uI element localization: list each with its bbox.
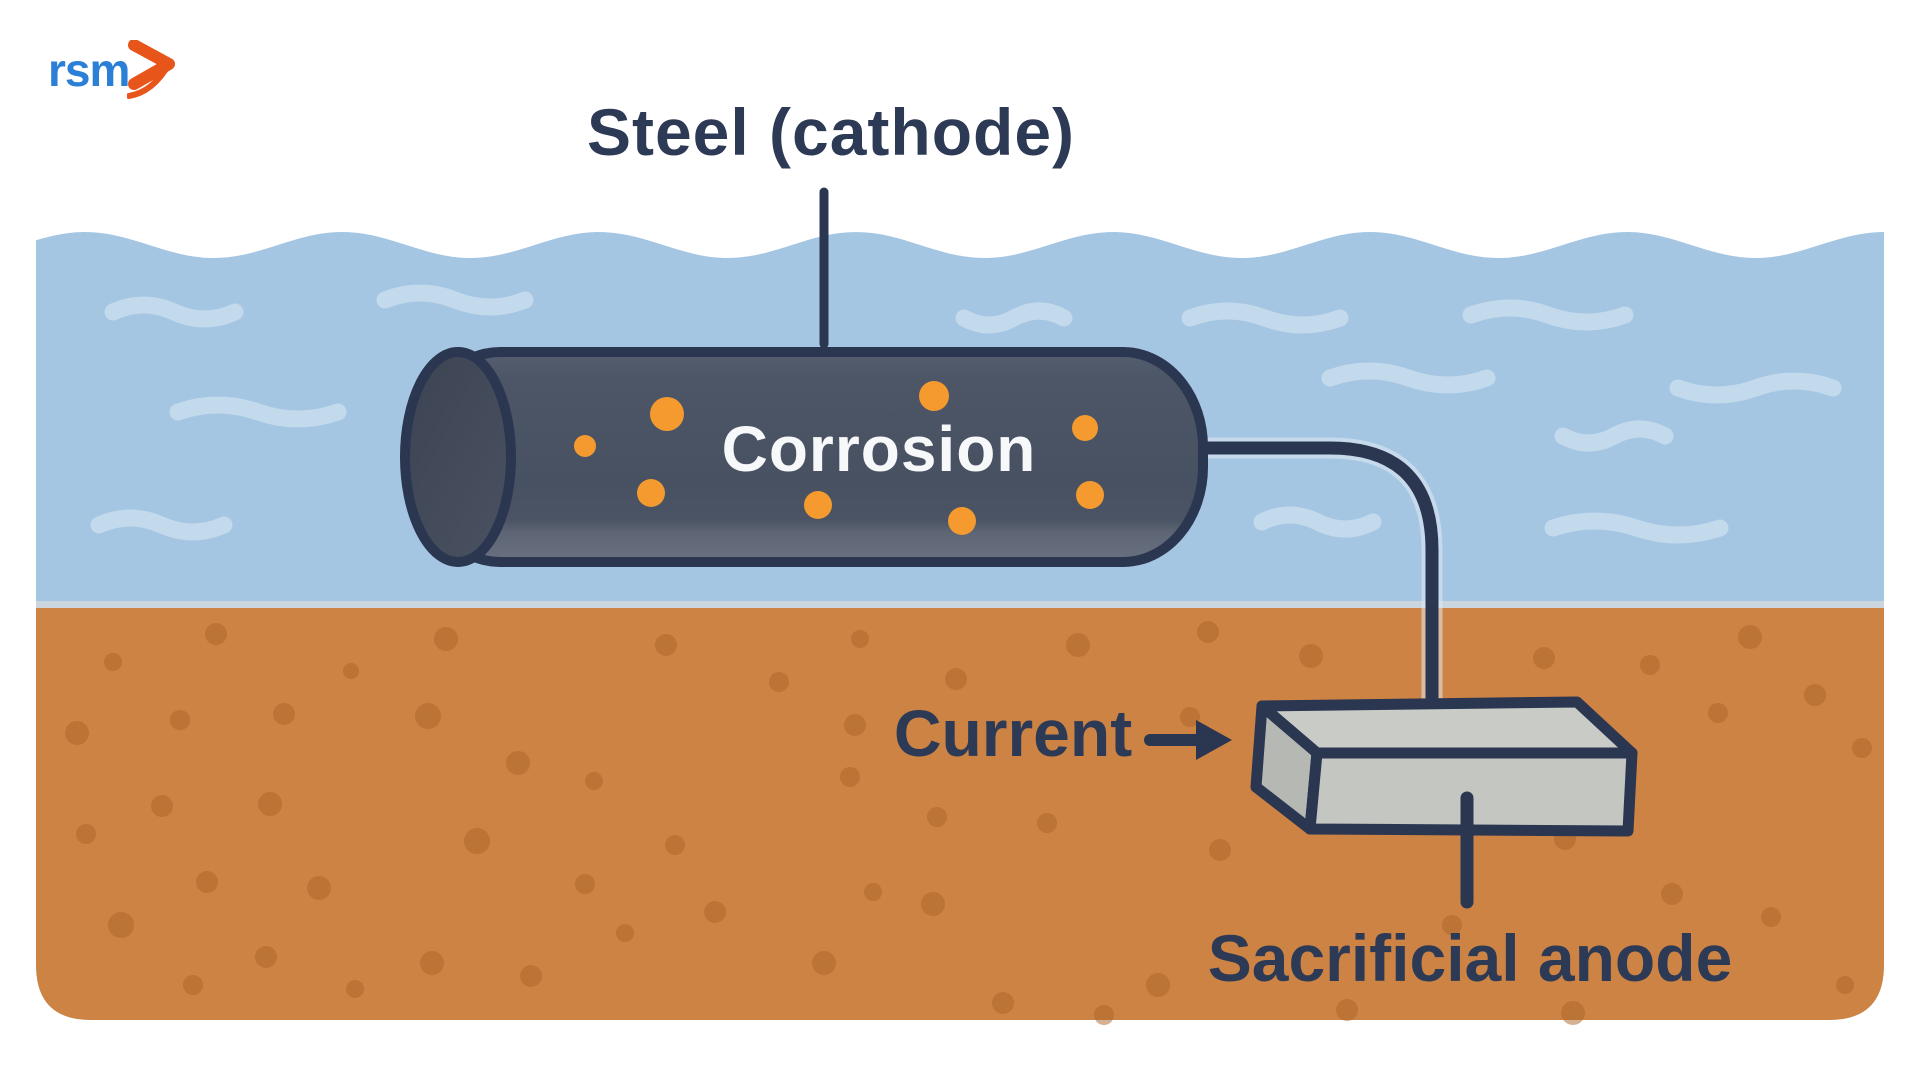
soil-dot [921,892,945,916]
soil-dot [307,876,331,900]
seabed-seam-line [36,601,1884,611]
soil-dot [1066,633,1090,657]
corrosion-dot [804,491,832,519]
soil-dot [851,630,869,648]
soil-dot [151,795,173,817]
soil-dot [1852,738,1872,758]
soil-dot [1209,839,1231,861]
water-ripple [104,296,244,328]
water-ripple [90,509,233,541]
soil-dot [1738,625,1762,649]
soil-dot [616,924,634,942]
water-ripple [955,302,1073,334]
soil-dot [585,772,603,790]
soil-dot [108,912,134,938]
soil-dot [844,714,866,736]
current-arrow-head [1196,720,1232,760]
corrosion-label: Corrosion [721,413,1037,485]
soil-dot [812,951,836,975]
corrosion-dot [1072,415,1098,441]
soil-dot [1761,907,1781,927]
soil-dot [1804,684,1826,706]
soil-dot [1561,1001,1585,1025]
soil-dot [1661,883,1683,905]
soil-dot [575,874,595,894]
soil-dot [255,946,277,968]
soil-dot [1299,644,1323,668]
soil-dot [343,663,359,679]
soil-dot [273,703,295,725]
steel-pipe [400,347,1208,567]
water-ripple [1181,302,1349,334]
soil-dot [665,835,685,855]
soil-dot [1836,976,1854,994]
soil-dot [65,721,89,745]
soil-dot [1640,655,1660,675]
soil-dot [1336,999,1358,1021]
corrosion-dot [948,507,976,535]
corrosion-dot [919,381,949,411]
water-ripples [90,284,1842,544]
steel-cathode-label: Steel (cathode) [586,95,1076,169]
soil-dot [992,992,1014,1014]
soil-dot [704,901,726,923]
water-ripple [169,396,347,428]
soil-dot [1533,647,1555,669]
soil-dot [183,975,203,995]
anode-front-face [1304,747,1638,837]
soil-dot [769,672,789,692]
water-ripple [1544,512,1729,544]
soil-dot [205,623,227,645]
corrosion-dot [1076,481,1104,509]
soil-dot [346,980,364,998]
sacrificial-anode-block [1250,696,1638,837]
soil-dot [1180,707,1200,727]
soil-dot [1146,973,1170,997]
soil-dot [415,703,441,729]
soil-dot [520,965,542,987]
water-ripple [1669,372,1842,404]
soil-dot [196,871,218,893]
sacrificial-anode-label: Sacrificial anode [1207,921,1733,995]
soil-dot [864,883,882,901]
corrosion-spots [574,381,1104,535]
water-ripple [1321,362,1496,394]
soil-dot [840,767,860,787]
soil-dot [464,828,490,854]
corrosion-dot [637,479,665,507]
soil-dot [104,653,122,671]
soil-dot [76,824,96,844]
soil-dot [1708,703,1728,723]
soil-dot [1442,915,1462,935]
soil-dot [434,627,458,651]
soil-dot [927,807,947,827]
soil-dot [420,951,444,975]
logo-arrow-icon [127,40,176,99]
current-arrow-icon [1144,720,1232,760]
soil-dot [655,634,677,656]
logo-text: rsm [48,44,130,96]
soil-dot [258,792,282,816]
soil-dot [1094,1005,1114,1025]
water-ripple [1554,420,1674,452]
water-ripple [376,284,534,316]
corrosion-dot [650,397,684,431]
soil-dot [1037,813,1057,833]
soil-dot [945,668,967,690]
anode-top-face [1256,696,1638,759]
soil-dot [506,751,530,775]
corrosion-dot [574,435,596,457]
connecting-wire [1191,441,1439,719]
soil-dot [170,710,190,730]
soil-dot [1197,621,1219,643]
water-ripple [1253,506,1382,538]
logo: rsm [48,38,177,102]
water-ripple [1462,299,1634,331]
current-label: Current [893,696,1133,770]
pipe-end-cap [400,347,516,567]
